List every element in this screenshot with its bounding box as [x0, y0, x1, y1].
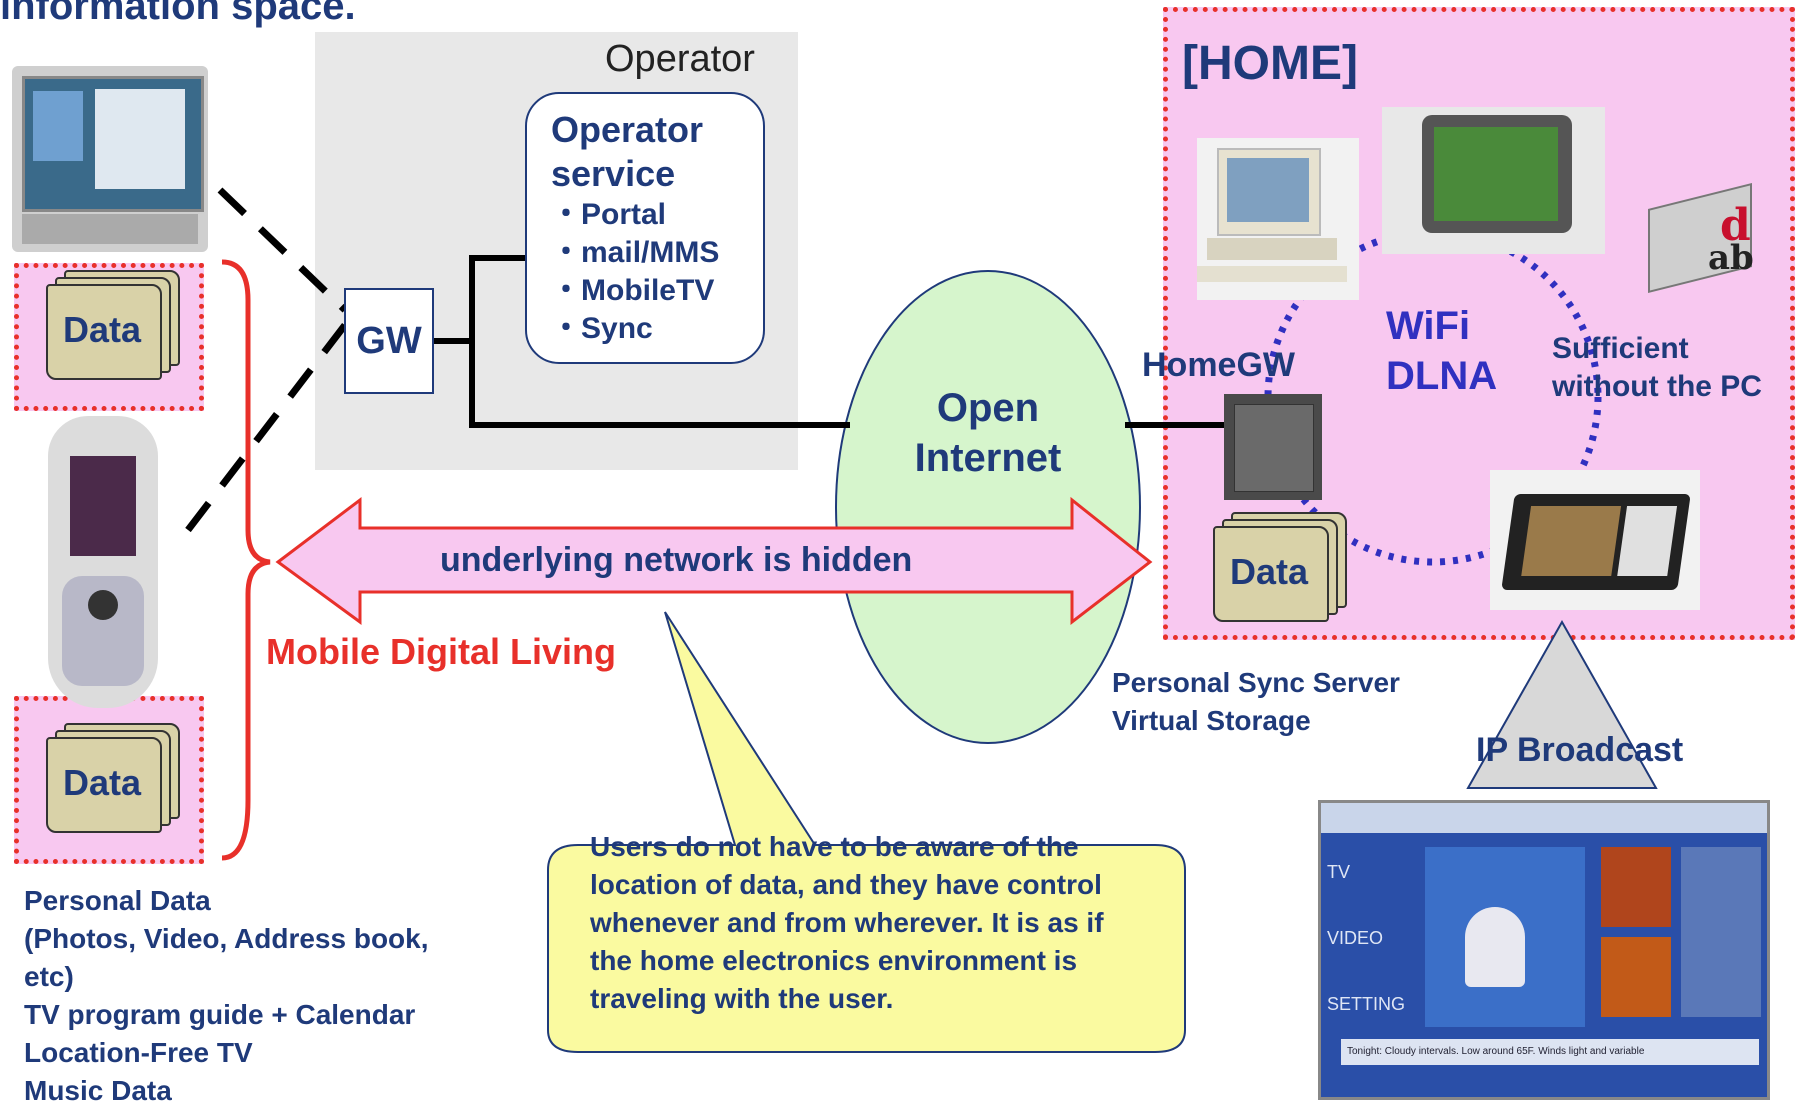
personal-data-line-2: (Photos, Video, Address book, [24, 923, 429, 954]
guide-menu-tv: TV [1327, 862, 1351, 882]
guide-menu-setting: SETTING [1327, 994, 1406, 1014]
personal-data-line-3: etc) [24, 961, 74, 992]
tv-device-image [12, 66, 208, 252]
photo-frame-image [1382, 107, 1605, 254]
data-stack-home: Data [1213, 512, 1348, 630]
dash-line-phone [185, 322, 348, 533]
service-item-mobiletv: ・MobileTV [551, 274, 715, 307]
callout-bubble [547, 611, 1186, 1053]
guide-footer: Tonight: Cloudy intervals. Low around 65… [1341, 1039, 1759, 1065]
personal-data-line-6: Music Data [24, 1075, 172, 1106]
guide-menu-video: VIDEO [1327, 928, 1384, 948]
homegw-label: HomeGW [1142, 346, 1295, 384]
home-pc-image [1197, 138, 1359, 300]
ip-broadcast-triangle [1466, 619, 1658, 789]
service-item-sync: ・Sync [551, 312, 653, 345]
gw-box: GW [344, 288, 434, 394]
mobile-phone-image [48, 416, 158, 708]
sync-server-label: Personal Sync Server Virtual Storage [1112, 664, 1400, 740]
sufficient-line-1: Sufficient [1552, 332, 1689, 365]
data-label-left-top: Data [62, 309, 142, 350]
service-item-mail: ・mail/MMS [551, 236, 720, 269]
internet-label-line-2: Internet [914, 436, 1062, 480]
data-stack-left-top: Data [46, 270, 181, 388]
sync-server-line-1: Personal Sync Server [1112, 667, 1400, 698]
hidden-network-label: underlying network is hidden [440, 541, 913, 579]
internet-label: Open Internet [880, 383, 1096, 483]
tv-program-guide-image: TV VIDEO SETTING Tonight: Cloudy interva… [1318, 800, 1770, 1100]
hidden-network-arrow [275, 496, 1153, 626]
sufficient-line-2: without the PC [1552, 370, 1762, 403]
operator-service-title-2: service [551, 153, 676, 194]
data-label-left-bottom: Data [62, 762, 142, 803]
internet-label-line-1: Open [936, 386, 1040, 430]
gw-to-internet-line [469, 341, 850, 428]
page-title: information space. [0, 0, 356, 28]
personal-data-line-4: TV program guide + Calendar [24, 999, 416, 1030]
sync-server-line-2: Virtual Storage [1112, 705, 1311, 736]
red-brace [221, 259, 271, 861]
personal-data-line-5: Location-Free TV [24, 1037, 253, 1068]
wifi-circle [1264, 228, 1602, 566]
mobile-digital-living-label: Mobile Digital Living [266, 631, 616, 672]
dlna-label: DLNA [1386, 354, 1498, 398]
service-item-portal: ・Portal [551, 198, 667, 231]
tablet-image [1490, 470, 1700, 610]
operator-service-title: Operator [551, 109, 704, 150]
operator-label: Operator [605, 38, 755, 80]
home-title: [HOME] [1182, 37, 1358, 90]
sufficient-label: Sufficient without the PC [1552, 330, 1762, 406]
printer-image: d ab [1638, 168, 1788, 300]
internet-ellipse [835, 270, 1141, 744]
dash-line-tv [217, 187, 348, 313]
homegw-device-image [1224, 394, 1322, 500]
operator-service-box: Operator service ・Portal ・mail/MMS ・Mobi… [525, 92, 765, 364]
data-label-home: Data [1229, 551, 1309, 592]
personal-data-list: Personal Data (Photos, Video, Address bo… [24, 882, 429, 1110]
callout-text: Users do not have to be aware of the loc… [590, 831, 1104, 1014]
ip-broadcast-label: IP Broadcast [1476, 731, 1684, 769]
wifi-label: WiFi [1386, 304, 1471, 348]
gw-to-service-line [469, 255, 525, 425]
personal-data-line-1: Personal Data [24, 885, 211, 916]
data-stack-left-bottom: Data [46, 723, 181, 841]
